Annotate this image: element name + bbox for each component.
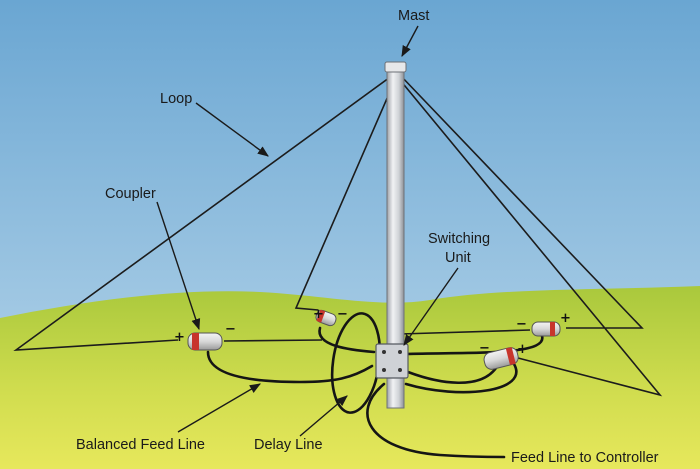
plus-sign: + [174,330,185,345]
switching-unit [375,343,409,379]
loop-wire-right [294,74,663,397]
switching-unit-pointer [403,267,459,346]
label-switching-unit: Switching [428,231,490,247]
switching-unit-connector [382,368,386,372]
coupler-rear-left [315,309,337,327]
minus-sign: − [516,317,527,332]
plus-sign: + [313,307,324,322]
feed-cable-rear-left [318,326,376,354]
label-switching-unit-line2: Unit [445,250,471,266]
switching-unit-connector [382,350,386,354]
coupler-rear-right [531,321,561,337]
feed-cable-front-right [406,366,498,385]
coupler-pointer [156,201,201,331]
label-loop: Loop [160,91,192,107]
feed-cable-front-right-2 [404,362,518,394]
loop-wire-left [13,74,394,351]
label-delay-line: Delay Line [254,437,323,453]
loop-pointer [195,102,269,157]
coupler-front-right [483,347,519,370]
plus-sign: + [517,342,528,357]
mast-cap [384,61,407,73]
plus-sign: + [560,311,571,326]
coupler-left [187,332,223,351]
label-mast: Mast [398,8,429,24]
label-balanced-feed-line: Balanced Feed Line [76,437,205,453]
switching-unit-connector [398,368,402,372]
feed-line-to-controller [366,382,506,459]
label-feed-line-to-controller: Feed Line to Controller [511,450,659,466]
delay-line-pointer [299,395,348,437]
minus-sign: − [225,322,236,337]
balanced-feed-line [206,350,374,384]
switching-unit-connector [398,350,402,354]
minus-sign: − [479,341,490,356]
balanced-feed-line-pointer [177,383,261,433]
minus-sign: − [337,307,348,322]
mast-pointer [401,25,419,57]
label-coupler: Coupler [105,186,156,202]
